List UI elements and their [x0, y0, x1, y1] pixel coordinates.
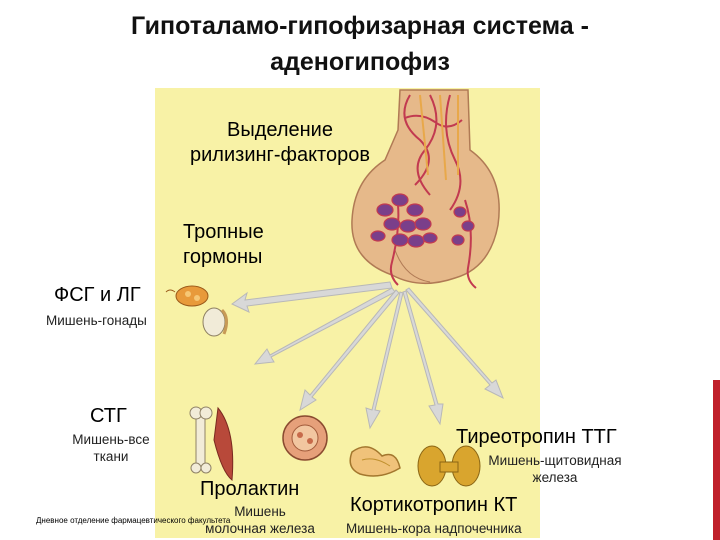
prolactin-target-line-2: молочная железа: [205, 521, 315, 536]
bone-muscle-icon: [189, 406, 234, 481]
all-tissues-label: Мишень-все ткани: [56, 431, 166, 465]
thyroid-target-line-2: железа: [532, 470, 578, 485]
releasing-line-2: рилизинг-факторов: [190, 144, 370, 166]
acth-label: Кортикотропин КТ: [350, 494, 518, 516]
thyroid-target-line-1: Мишень-щитовидная: [488, 453, 622, 468]
tropic-line-1: Тропные: [183, 221, 264, 243]
pituitary-gland: [351, 89, 500, 289]
gonads-icon: [165, 285, 229, 337]
tropic-hormones-label: Тропные гормоны: [183, 220, 264, 270]
mammary-gland-icon: [282, 415, 328, 461]
releasing-line-1: Выделение: [227, 119, 333, 141]
tsh-label: Тиреотропин ТТГ: [456, 426, 617, 448]
adrenal-gland-icon: [349, 446, 401, 477]
thyroid-target-label: Мишень-щитовидная железа: [470, 452, 640, 486]
title-line-1: Гипоталамо-гипофизарная система -: [131, 12, 589, 40]
prolactin-target-line-1: Мишень: [234, 504, 286, 519]
hormone-arrows: [231, 281, 504, 430]
releasing-factors-label: Выделение рилизинг-факторов: [165, 118, 395, 168]
stg-label: СТГ: [90, 405, 127, 427]
adrenal-target-label: Мишень-кора надпочечника: [346, 521, 522, 536]
all-tissues-line-1: Мишень-все: [72, 432, 150, 447]
footer-text: Дневное отделение фармацевтического факу…: [36, 516, 231, 525]
accent-bar: [713, 380, 720, 540]
tropic-line-2: гормоны: [183, 246, 263, 268]
all-tissues-line-2: ткани: [93, 449, 129, 464]
title-line-2: аденогипофиз: [270, 48, 450, 76]
prolactin-target-label: Мишень молочная железа: [190, 503, 330, 537]
fsh-lh-label: ФСГ и ЛГ: [54, 284, 141, 306]
prolactin-label: Пролактин: [200, 478, 300, 500]
thyroid-gland-icon: [417, 445, 481, 487]
gonads-target-label: Мишень-гонады: [46, 313, 147, 328]
